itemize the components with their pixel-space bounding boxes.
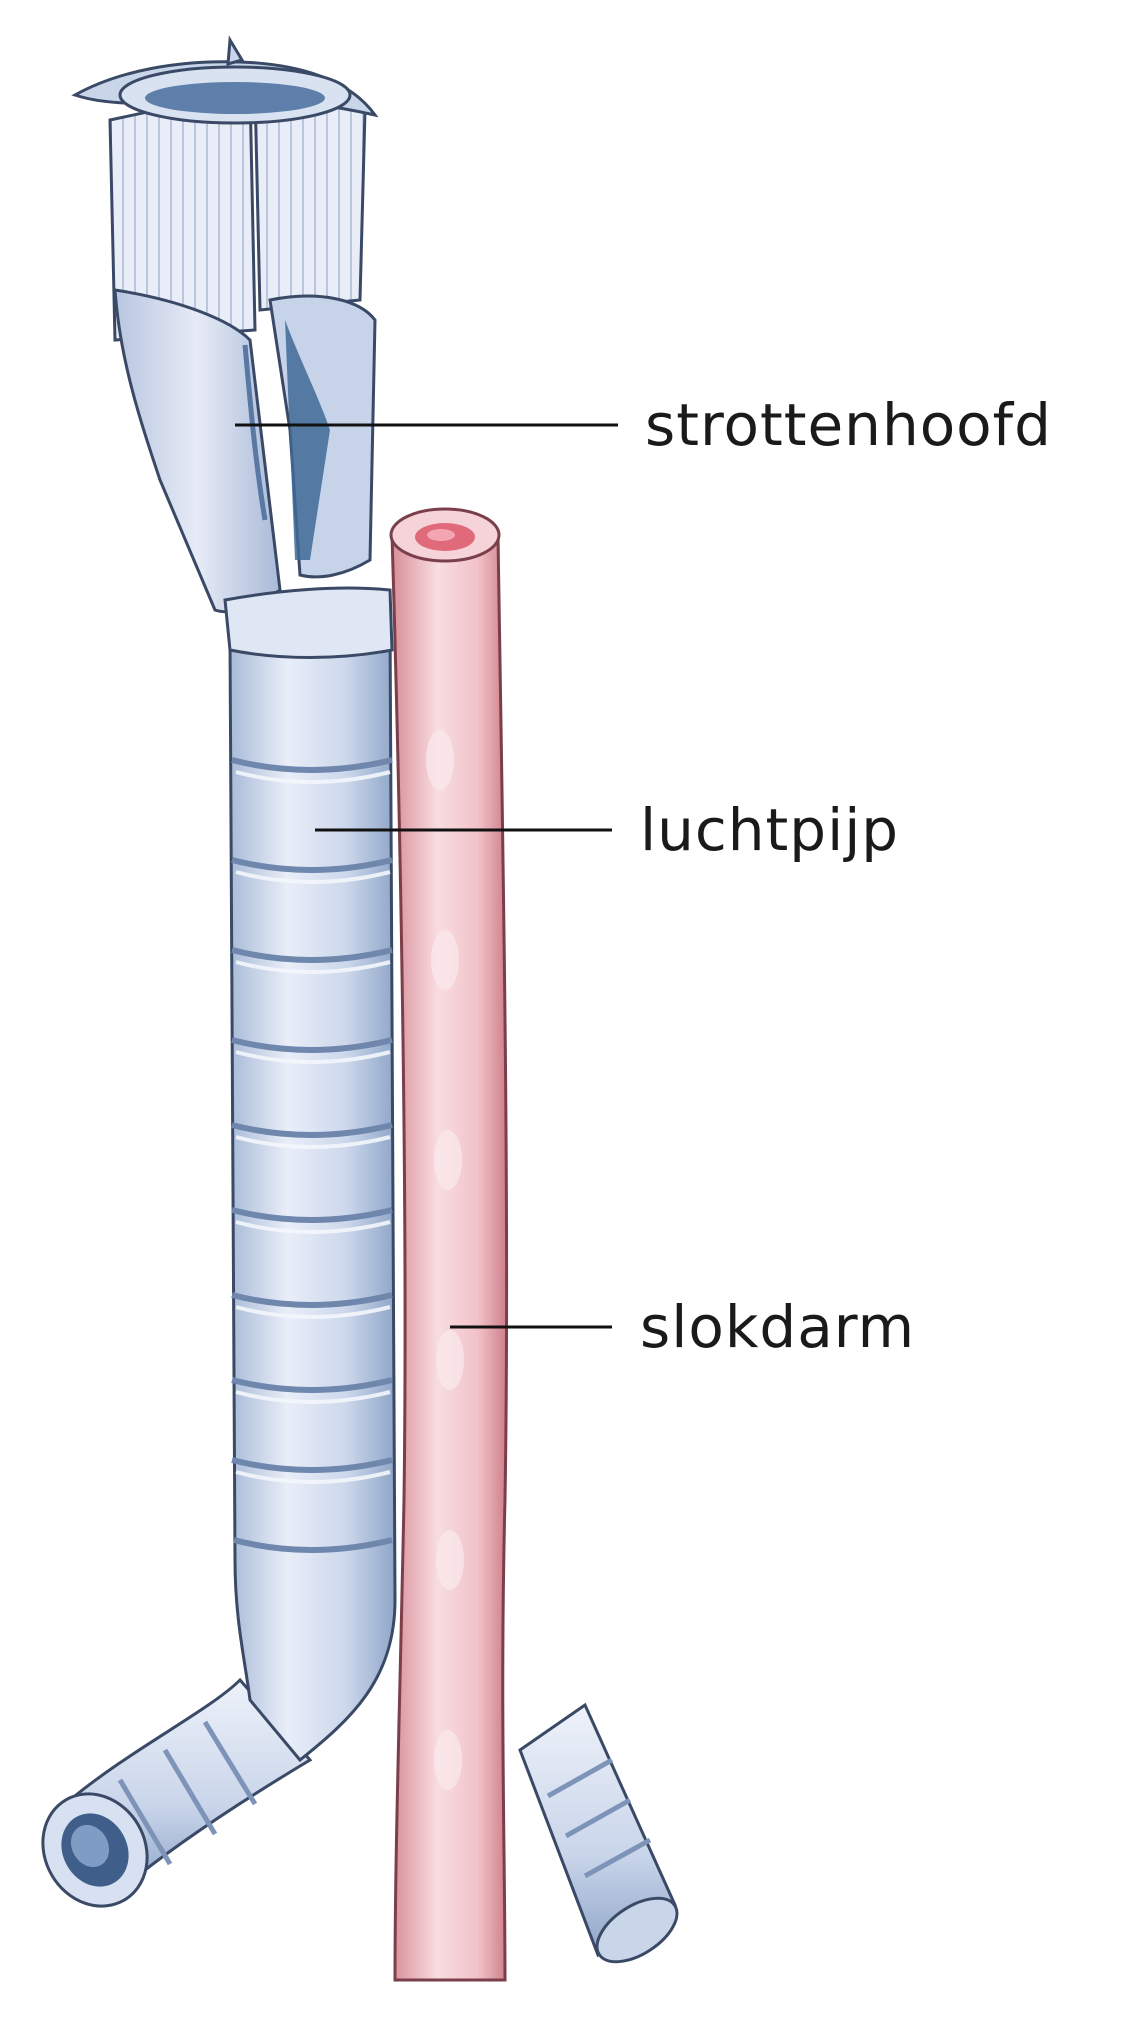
esophagus-label: slokdarm bbox=[640, 1293, 915, 1361]
esophagus-shape bbox=[391, 509, 507, 1980]
trachea-label: luchtpijp bbox=[640, 796, 899, 864]
larynx-shape bbox=[75, 40, 392, 658]
larynx-label: strottenhoofd bbox=[645, 391, 1052, 459]
trachea-shape bbox=[230, 620, 395, 1760]
right-bronchus bbox=[520, 1705, 688, 1975]
